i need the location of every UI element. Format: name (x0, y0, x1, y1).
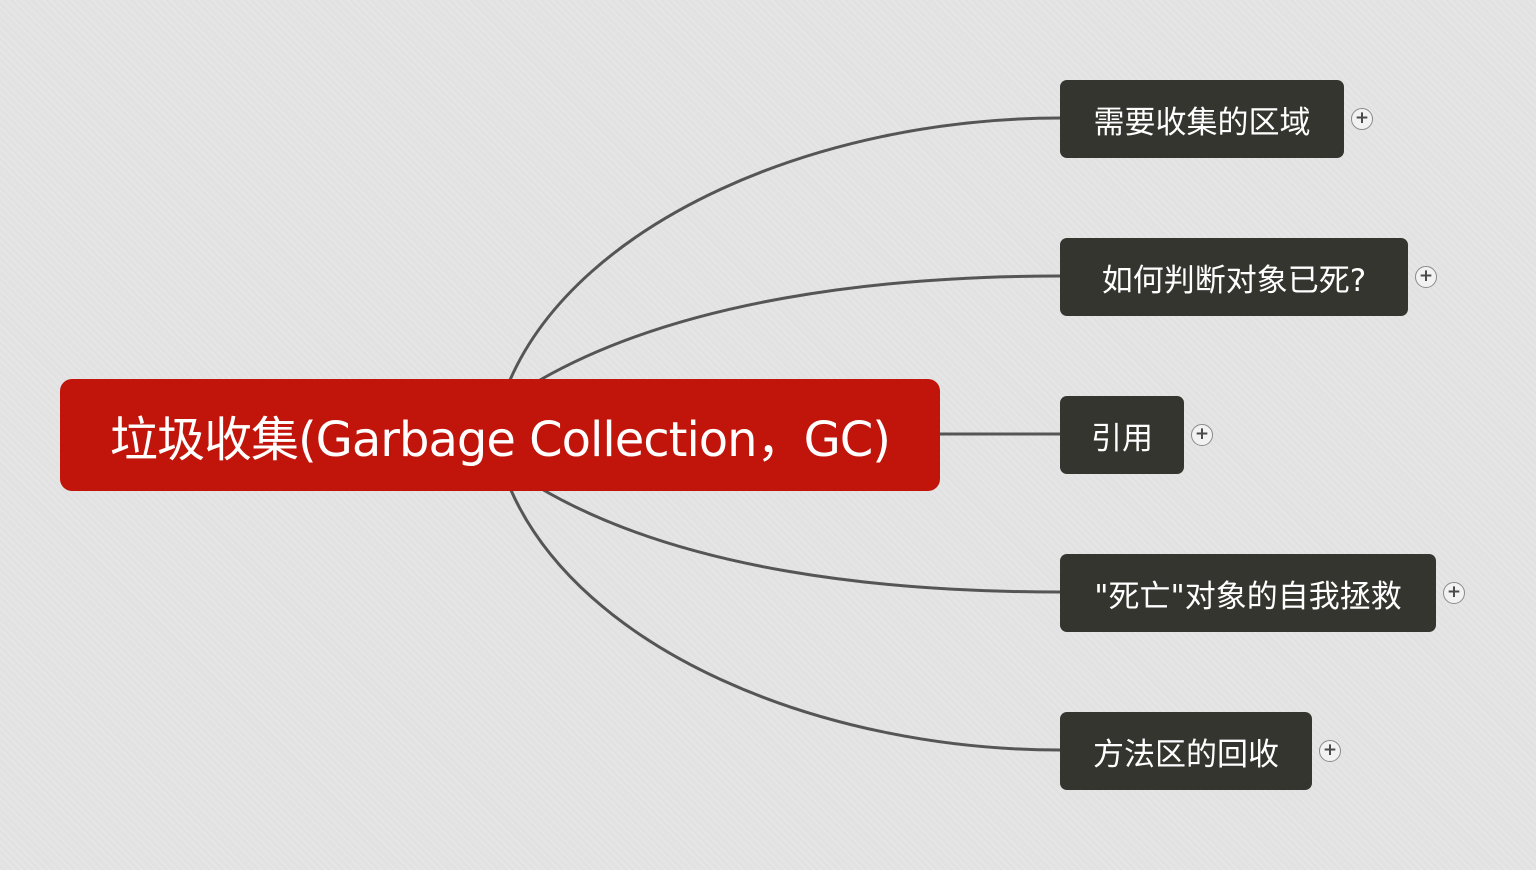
topic-object-death-check[interactable]: 如何判断对象已死? (1060, 238, 1408, 316)
expand-toggle-plus-icon[interactable]: + (1351, 108, 1373, 130)
topic-label: 需要收集的区域 (1093, 104, 1311, 141)
topic-label: 引用 (1091, 420, 1153, 457)
topic-label: 如何判断对象已死? (1101, 262, 1367, 299)
connector-line-2 (539, 274, 1061, 382)
topic-collection-areas[interactable]: 需要收集的区域 (1060, 80, 1344, 158)
central-topic[interactable]: 垃圾收集(Garbage Collection，GC) (60, 379, 940, 491)
expand-toggle-plus-icon[interactable]: + (1319, 740, 1341, 762)
topic-label: 方法区的回收 (1093, 736, 1279, 773)
central-topic-label: 垃圾收集(Garbage Collection，GC) (109, 412, 891, 468)
expand-toggle-plus-icon[interactable]: + (1191, 424, 1213, 446)
connector-line-1 (508, 116, 1061, 381)
topic-references[interactable]: 引用 (1060, 396, 1184, 474)
topic-self-rescue[interactable]: "死亡"对象的自我拯救 (1060, 554, 1436, 632)
connector-line-5 (508, 487, 1061, 752)
connector-line-4 (539, 486, 1061, 594)
topic-label: "死亡"对象的自我拯救 (1094, 578, 1402, 615)
topic-method-area-recycling[interactable]: 方法区的回收 (1060, 712, 1312, 790)
expand-toggle-plus-icon[interactable]: + (1415, 266, 1437, 288)
expand-toggle-plus-icon[interactable]: + (1443, 582, 1465, 604)
